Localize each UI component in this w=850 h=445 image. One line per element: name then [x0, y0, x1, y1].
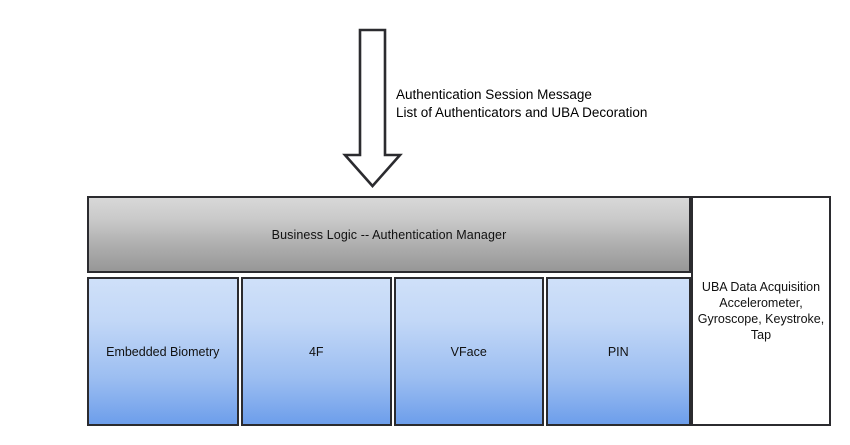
flow-arrow-caption-line-1: Authentication Session Message: [396, 87, 592, 102]
business-logic-bar-label: Business Logic -- Authentication Manager: [271, 227, 507, 242]
down-arrow-icon: [341, 27, 403, 189]
authenticator-label: PIN: [607, 344, 629, 359]
authenticator-box-vface: VFace: [394, 277, 544, 426]
authenticator-label: Embedded Biometry: [106, 344, 220, 359]
uba-panel-line-1: UBA Data Acquisition: [701, 280, 821, 294]
uba-data-acquisition-panel: UBA Data Acquisition Accelerometer, Gyro…: [691, 196, 831, 426]
authenticator-row: Embedded Biometry 4F VFace PIN: [87, 277, 692, 426]
business-logic-bar: Business Logic -- Authentication Manager: [87, 196, 691, 273]
uba-panel-line-2: Accelerometer,: [719, 296, 803, 310]
authenticator-box-embedded-biometry: Embedded Biometry: [87, 277, 239, 426]
flow-arrow-caption-line-2: List of Authenticators and UBA Decoratio…: [396, 105, 648, 120]
flow-arrow-caption: Authentication Session Message List of A…: [396, 86, 647, 122]
uba-panel-line-4: Tap: [750, 328, 772, 342]
authenticator-label: VFace: [450, 344, 487, 359]
uba-panel-line-3: Gyroscope, Keystroke,: [697, 312, 825, 326]
authenticator-box-4f: 4F: [240, 277, 392, 426]
authenticator-label: 4F: [308, 344, 324, 359]
authenticator-box-pin: PIN: [545, 277, 692, 426]
authentication-stack: Business Logic -- Authentication Manager…: [87, 196, 692, 426]
uba-panel-text: UBA Data Acquisition Accelerometer, Gyro…: [698, 279, 824, 343]
authentication-architecture-diagram: Business Logic -- Authentication Manager…: [87, 196, 831, 426]
